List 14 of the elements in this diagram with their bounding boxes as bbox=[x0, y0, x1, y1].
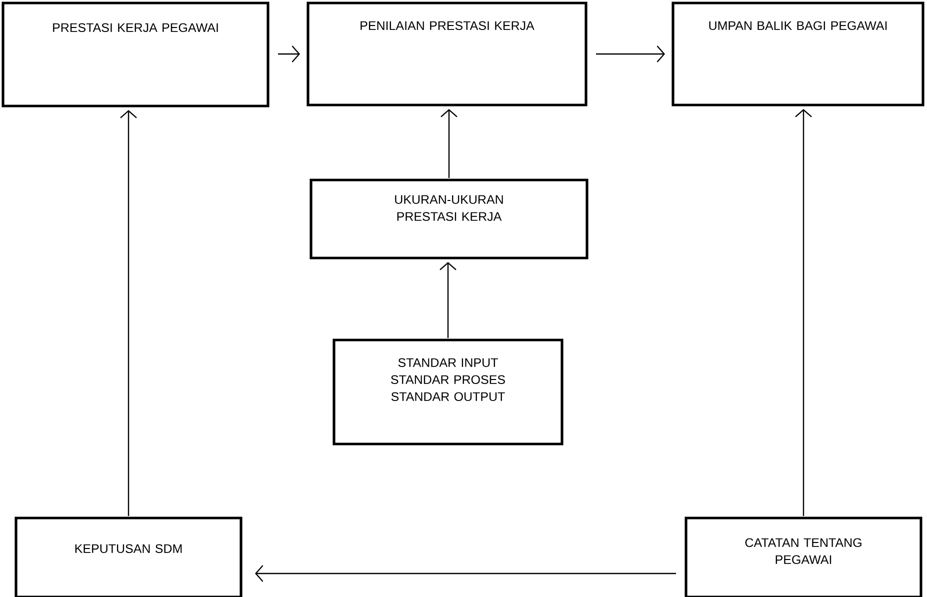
process-box: PRESTASI KERJA PEGAWAI bbox=[2, 2, 270, 108]
arrow bbox=[440, 262, 456, 338]
arrow bbox=[120, 110, 137, 516]
arrow bbox=[795, 109, 812, 516]
process-box: PENILAIAN PRESTASI KERJA bbox=[306, 2, 588, 106]
process-box: UKURAN-UKURAN PRESTASI KERJA bbox=[310, 178, 588, 260]
process-box: STANDAR INPUT STANDAR PROSES STANDAR OUTPUT bbox=[332, 338, 564, 446]
process-box: CATATAN TENTANG PEGAWAI bbox=[684, 516, 922, 597]
arrow bbox=[596, 46, 665, 62]
arrow bbox=[278, 46, 300, 62]
arrow bbox=[255, 565, 676, 582]
process-box: UMPAN BALIK BAGI PEGAWAI bbox=[672, 2, 924, 106]
process-box: KEPUTUSAN SDM bbox=[14, 516, 242, 597]
arrow bbox=[440, 109, 458, 178]
